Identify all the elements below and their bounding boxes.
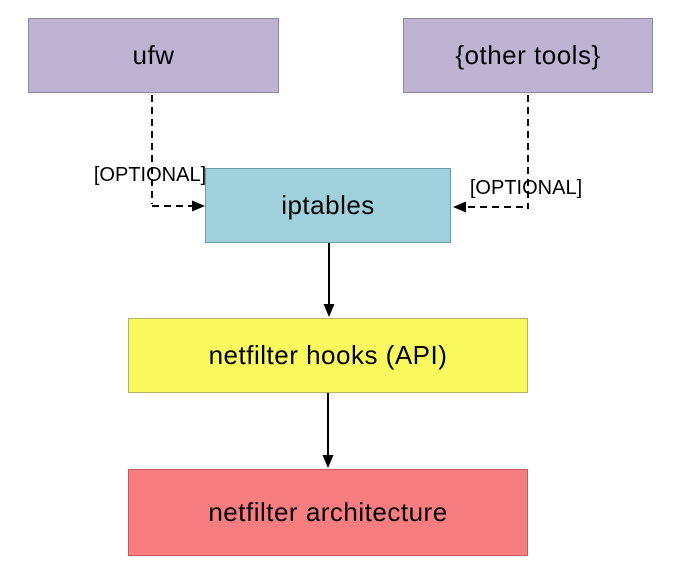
node-netfilter-hooks-api: netfilter hooks (API) <box>128 318 528 393</box>
edge-label-optional-right: [OPTIONAL] <box>469 177 583 199</box>
node-iptables: iptables <box>205 168 451 243</box>
node-ufw: ufw <box>28 18 279 93</box>
arrowhead-left-icon <box>453 201 466 213</box>
edge-iptables-to-netfilter-hooks <box>323 243 335 317</box>
node-other-tools: {other tools} <box>403 18 653 93</box>
arrowhead-down-icon <box>322 455 334 468</box>
edge-netfilter-hooks-to-architecture <box>322 393 334 468</box>
edge-ufw-to-iptables <box>151 95 205 212</box>
arrowhead-down-icon <box>323 304 335 317</box>
node-netfilter-architecture: netfilter architecture <box>128 469 528 556</box>
arrowhead-right-icon <box>192 200 205 212</box>
edge-label-optional-left: [OPTIONAL] <box>93 164 207 186</box>
